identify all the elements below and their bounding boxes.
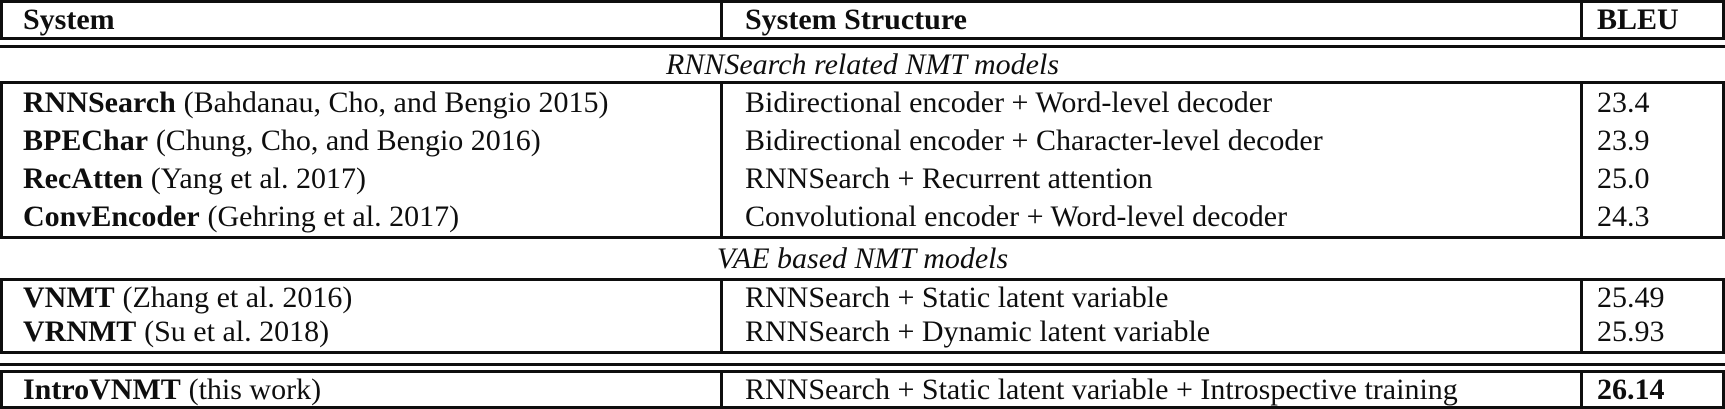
structure-cell: RNNSearch + Recurrent attention: [745, 162, 1153, 195]
table-row-system: BPEChar (Chung, Cho, and Bengio 2016): [3, 122, 720, 160]
system-citation: (Zhang et al. 2016): [122, 281, 353, 314]
system-citation: (this work): [188, 373, 322, 406]
double-rule-above-final: [0, 363, 1725, 366]
header-bleu: BLEU: [1580, 3, 1722, 37]
table-row-system: VRNMT (Su et al. 2018): [3, 315, 720, 349]
table-row-system: ConvEncoder (Gehring et al. 2017): [3, 198, 720, 236]
header-system: System: [23, 3, 115, 36]
section-rnnsearch-block: RNNSearch (Bahdanau, Cho, and Bengio 201…: [0, 81, 1725, 239]
bleu-cell: 25.0: [1597, 162, 1650, 195]
bleu-cell-best: 26.14: [1597, 373, 1665, 406]
bleu-column: 23.4 23.9 25.0 24.3: [1580, 84, 1722, 236]
structure-cell: Bidirectional encoder + Word-level decod…: [745, 86, 1273, 119]
bleu-cell: 23.9: [1597, 124, 1650, 157]
system-name: IntroVNMT: [23, 373, 181, 406]
section-label-rnnsearch: RNNSearch related NMT models: [665, 48, 1060, 81]
structure-column: RNNSearch + Static latent variable + Int…: [720, 373, 1580, 406]
section-label-vae: VAE based NMT models: [716, 242, 1009, 275]
system-name: VRNMT: [23, 315, 137, 348]
section-vae-block: VNMT (Zhang et al. 2016) VRNMT (Su et al…: [0, 278, 1725, 354]
structure-cell: RNNSearch + Dynamic latent variable: [745, 315, 1211, 348]
system-citation: (Gehring et al. 2017): [207, 200, 460, 233]
rule-gap: [0, 354, 1725, 363]
system-citation: (Su et al. 2018): [144, 315, 330, 348]
system-citation: (Yang et al. 2017): [150, 162, 367, 195]
table-header-row: System System Structure BLEU: [0, 0, 1725, 40]
header-system-structure: System Structure: [720, 3, 1580, 37]
structure-cell: Bidirectional encoder + Character-level …: [745, 124, 1323, 157]
system-column: VNMT (Zhang et al. 2016) VRNMT (Su et al…: [3, 281, 720, 351]
system-name: BPEChar: [23, 124, 149, 157]
system-citation: (Chung, Cho, and Bengio 2016): [155, 124, 541, 157]
structure-column: Bidirectional encoder + Word-level decod…: [720, 84, 1580, 236]
system-column: IntroVNMT (this work): [3, 373, 720, 406]
system-name: RNNSearch: [23, 86, 176, 119]
system-name: RecAtten: [23, 162, 143, 195]
structure-cell: RNNSearch + Static latent variable + Int…: [745, 373, 1458, 406]
double-rule-under-header: [0, 45, 1725, 48]
system-column: RNNSearch (Bahdanau, Cho, and Bengio 201…: [3, 84, 720, 236]
system-name: ConvEncoder: [23, 200, 200, 233]
bleu-cell: 25.49: [1597, 281, 1665, 314]
bleu-column: 25.49 25.93: [1580, 281, 1722, 351]
structure-cell: Convolutional encoder + Word-level decod…: [745, 200, 1288, 233]
table-row-system: VNMT (Zhang et al. 2016): [3, 281, 720, 315]
bleu-cell: 23.4: [1597, 86, 1650, 119]
system-name: VNMT: [23, 281, 115, 314]
structure-column: RNNSearch + Static latent variable RNNSe…: [720, 281, 1580, 351]
structure-cell: RNNSearch + Static latent variable: [745, 281, 1169, 314]
bleu-column: 26.14: [1580, 373, 1722, 406]
table-row-system: RecAtten (Yang et al. 2017): [3, 160, 720, 198]
table-row-system: IntroVNMT (this work): [3, 373, 720, 407]
table-row-system: RNNSearch (Bahdanau, Cho, and Bengio 201…: [3, 84, 720, 122]
final-row-block: IntroVNMT (this work) RNNSearch + Static…: [0, 370, 1725, 409]
bleu-cell: 24.3: [1597, 200, 1650, 233]
system-citation: (Bahdanau, Cho, and Bengio 2015): [183, 86, 609, 119]
bleu-cell: 25.93: [1597, 315, 1665, 348]
